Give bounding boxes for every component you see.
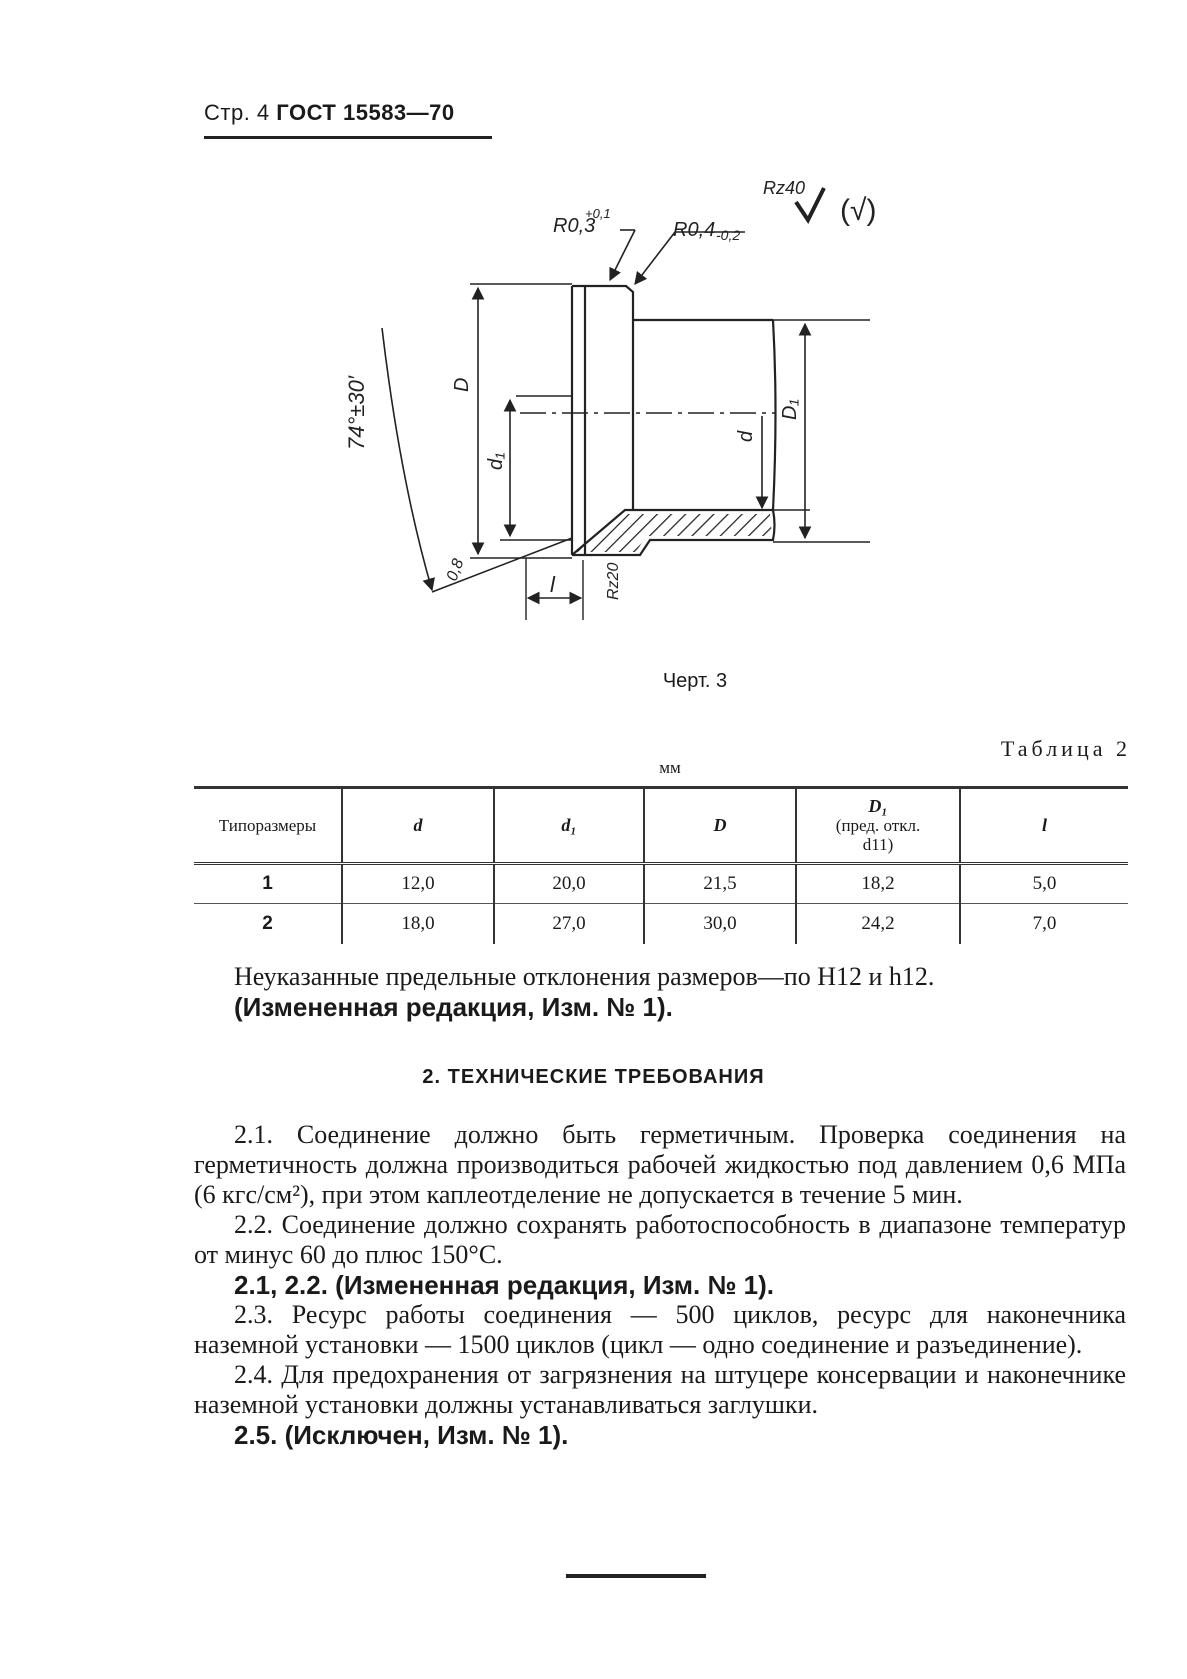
dimension-lines — [381, 229, 812, 605]
cell-D: 21,5 — [643, 863, 796, 904]
label-rz20: Rz20 — [605, 563, 622, 600]
label-r1: R0,3 — [553, 215, 595, 237]
technical-drawing: R0,3 +0,1 R0,4 -0,2 Rz40 (√) 74°±30′ D d… — [344, 180, 876, 620]
notes-block: Неуказанные предельные отклонения размер… — [234, 962, 1126, 1022]
cell-D1: 18,2 — [795, 863, 960, 904]
cell-d: 18,0 — [341, 903, 494, 944]
paragraph-2-1-2-2-revision: 2.1, 2.2. (Измененная редакция, Изм. № 1… — [234, 1270, 775, 1300]
label-angle: 74°±30′ — [344, 375, 369, 450]
table-row: 1 12,0 20,0 21,5 18,2 5,0 — [194, 863, 1128, 904]
cell-d1: 20,0 — [493, 863, 644, 904]
label-d1: d₁ — [485, 453, 507, 470]
cell-d1: 27,0 — [493, 903, 644, 944]
cell-d: 12,0 — [341, 863, 494, 904]
cell-D1: 24,2 — [795, 903, 960, 944]
page-number: Стр. 4 — [204, 100, 270, 125]
label-rz40: Rz40 — [763, 180, 805, 198]
section-body: 2.1. Соединение должно быть герметичным.… — [194, 1120, 1126, 1450]
paragraph-2-4: 2.4. Для предохранения от загрязнения на… — [194, 1360, 1126, 1419]
cell-type: 2 — [262, 912, 273, 934]
paragraph-2-2: 2.2. Соединение должно сохранять работос… — [194, 1210, 1126, 1269]
section-title: 2. ТЕХНИЧЕСКИЕ ТРЕБОВАНИЯ — [422, 1066, 765, 1088]
table-title: Таблица 2 — [1000, 736, 1131, 761]
label-r1-tol: +0,1 — [585, 206, 611, 221]
cell-type: 1 — [262, 873, 273, 894]
paragraph-2-5: 2.5. (Исключен, Изм. № 1). — [234, 1420, 569, 1450]
col-header-D: D — [643, 787, 796, 864]
cell-l: 5,0 — [959, 863, 1128, 904]
header-rule — [204, 136, 492, 139]
col-header-d1: d₁ — [493, 787, 644, 864]
label-chamfer: 0,8 — [444, 557, 468, 584]
label-roughness-general: (√) — [840, 194, 876, 227]
cell-D: 30,0 — [643, 903, 796, 944]
drawing-labels: R0,3 +0,1 R0,4 -0,2 Rz40 (√) 74°±30′ D d… — [344, 180, 876, 600]
col-header-D1: D₁ (пред. откл. d11) — [795, 787, 960, 864]
dimensions-table: Типоразмеры d d₁ D D₁ (пред. откл. d11) … — [194, 786, 1128, 944]
roughness-check-icon — [794, 187, 826, 224]
footer-rule — [566, 1574, 706, 1578]
label-D1: D₁ — [779, 399, 801, 420]
tolerance-note: Неуказанные предельные отклонения размер… — [234, 962, 935, 991]
label-D: D — [451, 378, 473, 392]
standard-number: ГОСТ 15583—70 — [276, 100, 455, 125]
table-unit: мм — [659, 758, 681, 777]
paragraph-2-3: 2.3. Ресурс работы соединения — 500 цикл… — [194, 1300, 1126, 1359]
label-r2: R0,4 — [673, 219, 715, 241]
table-row: 2 18,0 27,0 30,0 24,2 7,0 — [194, 903, 1128, 944]
col-header-d: d — [341, 787, 494, 864]
label-l: l — [550, 572, 556, 597]
cell-l: 7,0 — [959, 903, 1128, 944]
label-d: d — [735, 430, 757, 442]
col-header-type: Типоразмеры — [218, 816, 317, 835]
table-header-row: Типоразмеры d d₁ D D₁ (пред. откл. d11) … — [194, 787, 1128, 864]
label-r2-tol: -0,2 — [716, 227, 740, 243]
revision-note: (Измененная редакция, Изм. № 1). — [234, 992, 673, 1022]
extension-lines — [470, 283, 870, 620]
table-2: Типоразмеры d d₁ D D₁ (пред. откл. d11) … — [194, 786, 1128, 944]
col-header-l: l — [959, 787, 1128, 864]
section-hatching — [576, 514, 772, 552]
part-outline — [570, 284, 777, 557]
paragraph-2-1: 2.1. Соединение должно быть герметичным.… — [194, 1120, 1126, 1209]
page-header: Стр. 4 ГОСТ 15583—70 — [204, 100, 455, 126]
drawing-caption: Черт. 3 — [662, 670, 728, 692]
